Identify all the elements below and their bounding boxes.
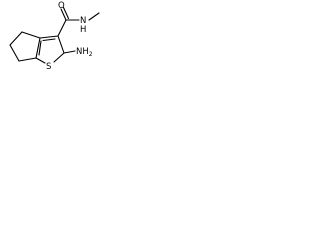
amide-nitrogen-label: N	[80, 16, 86, 26]
bond-c3a-c3	[39, 35, 59, 39]
amino-subscript: 2	[89, 51, 93, 58]
bond-c3-c2	[57, 35, 65, 54]
cyclopentane-ring	[9, 31, 41, 62]
carboxamide-group	[57, 6, 100, 37]
bond-c6a-c2-double	[38, 40, 42, 56]
bond-carbonyl-oxygen	[60, 8, 67, 21]
sulfur-label: S	[46, 62, 51, 72]
bond-c3a-c4	[21, 31, 41, 39]
bond-s-c6a	[35, 57, 46, 64]
thiophene-ring	[35, 35, 65, 64]
bond-c3-carbonyl	[57, 19, 67, 37]
oxygen-label: O	[58, 1, 65, 11]
bond-c6-c6a	[18, 57, 37, 62]
bond-c2-amino	[63, 50, 76, 54]
amino-label: NH2	[76, 47, 93, 58]
bond-carbonyl-oxygen-double	[62, 6, 70, 20]
bond-c3-c3a-double	[42, 38, 56, 42]
chemical-structure-diagram: O N H S NH2	[9, 1, 100, 72]
bond-nitrogen-methyl	[88, 12, 100, 21]
bond-c2-s	[53, 52, 65, 63]
bond-c4-c5	[9, 31, 23, 46]
bond-c5-c6	[9, 44, 20, 62]
bond-c3a-c6a	[35, 37, 41, 59]
amide-hydrogen-label: H	[80, 25, 86, 35]
amino-nh-text: NH	[76, 47, 89, 57]
